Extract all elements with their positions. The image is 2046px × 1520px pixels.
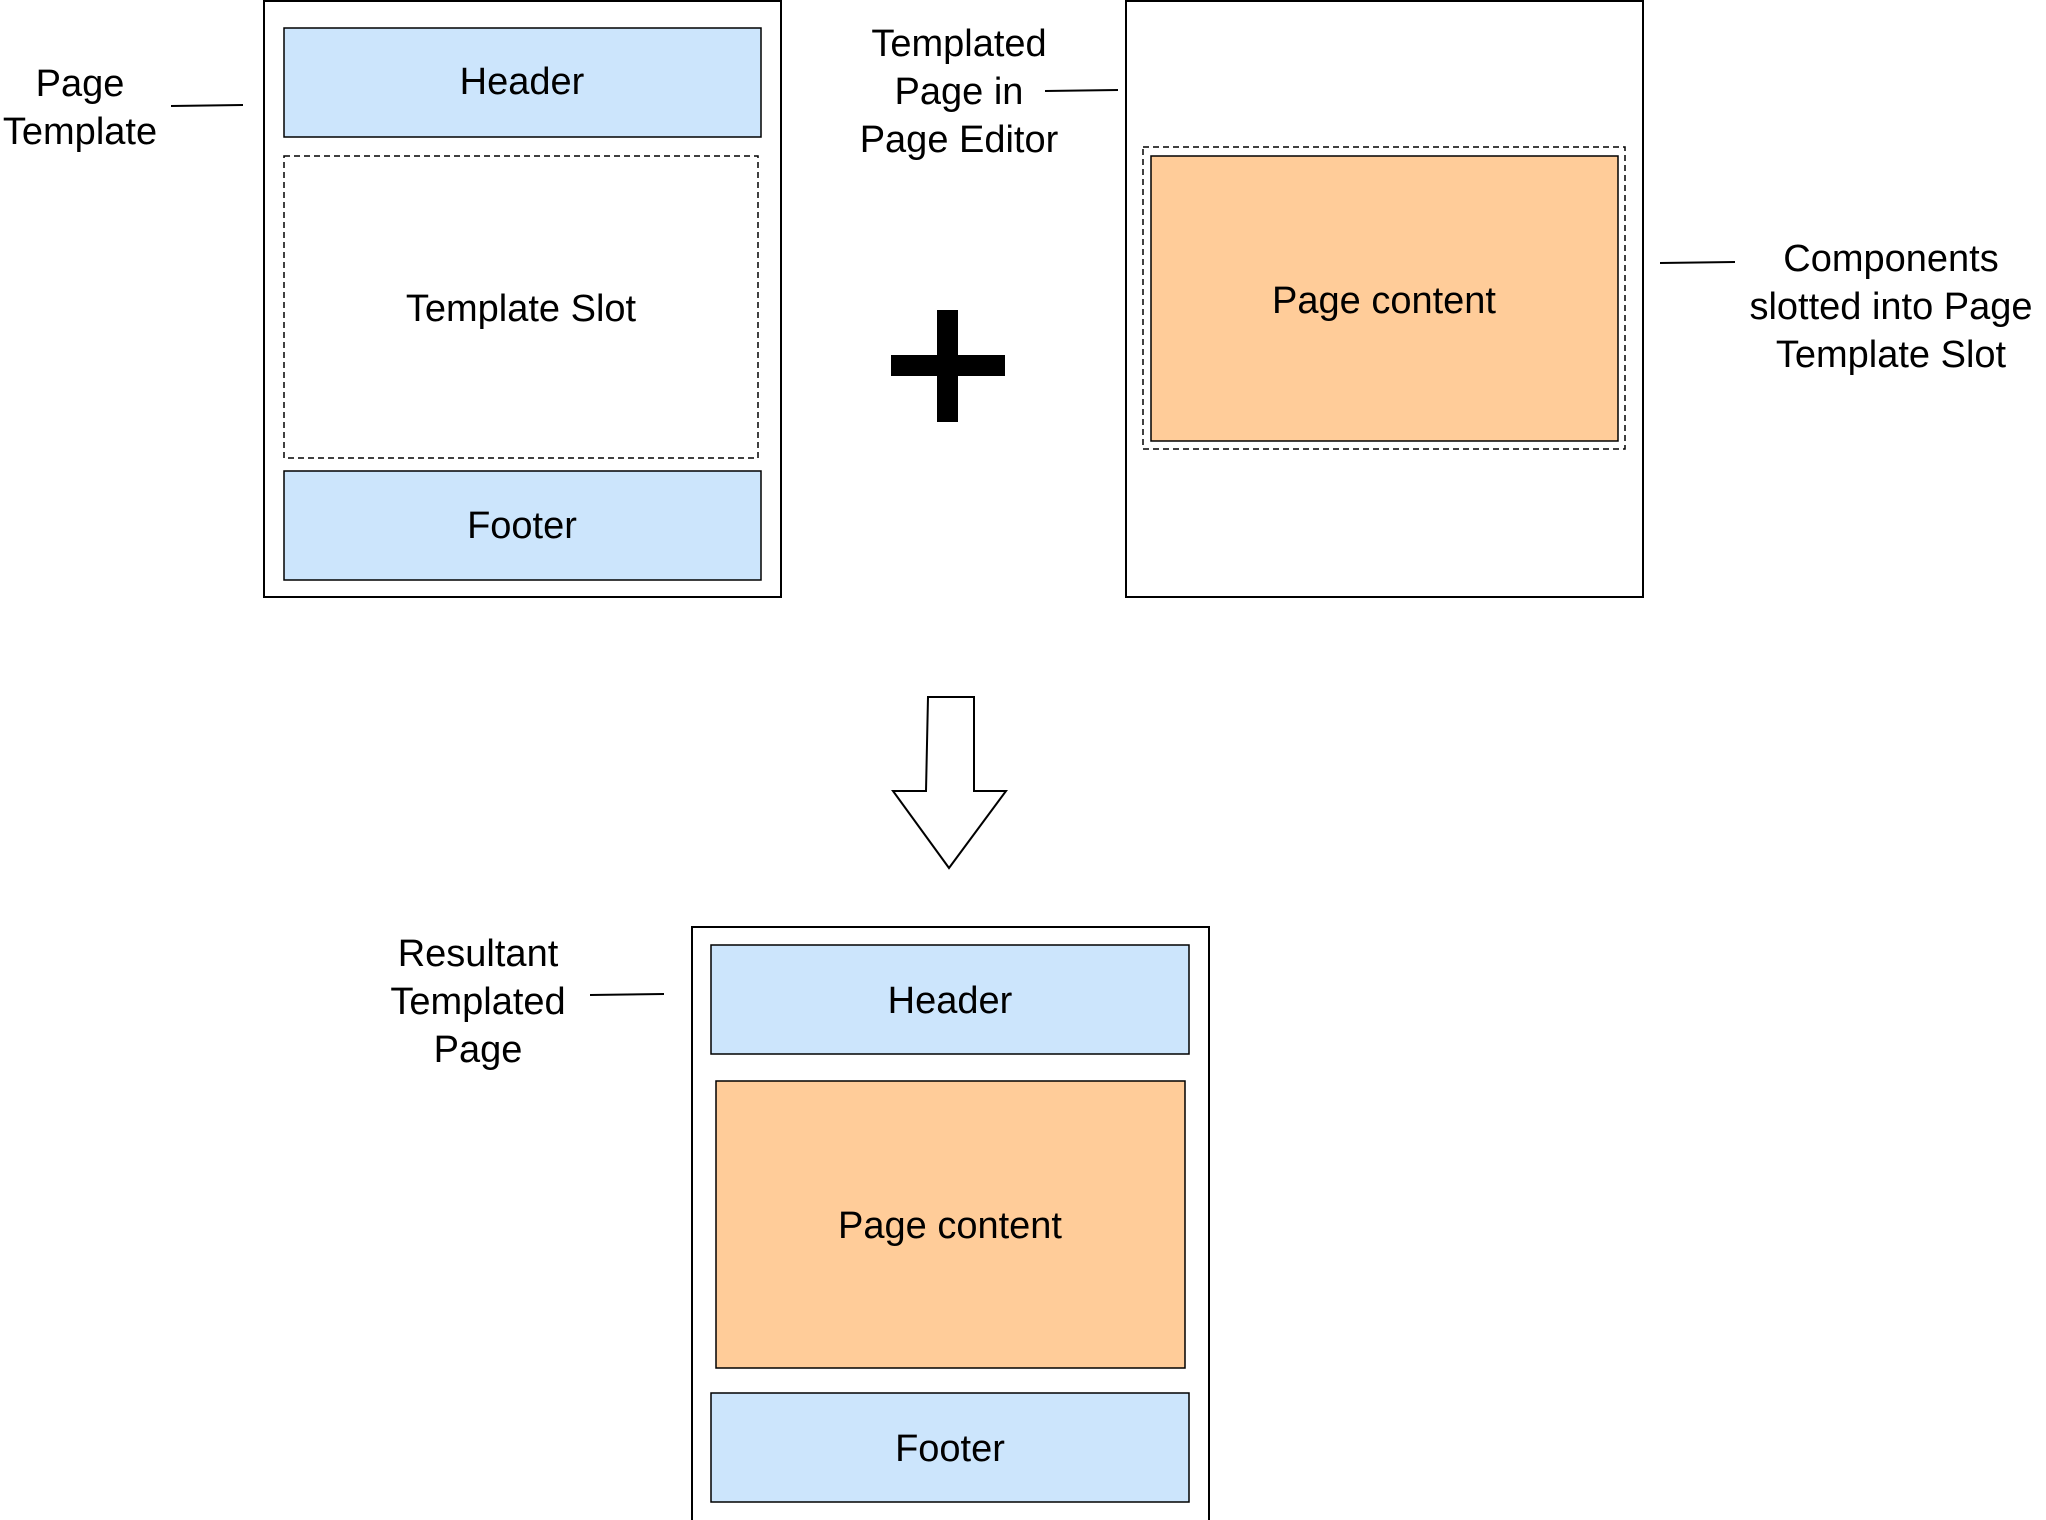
templated-page-group: Page content <box>1125 0 1644 598</box>
templated-page-callout-line-3: Page Editor <box>860 119 1059 161</box>
templated-page-content-box <box>1150 155 1619 442</box>
template-slot-label: Template Slot <box>406 288 637 330</box>
templated-page-content-label: Page content <box>1272 280 1496 322</box>
down-arrow-icon <box>891 696 1008 870</box>
result-leader-line <box>589 993 665 996</box>
templated-page-callout-line-1: Templated <box>871 23 1046 65</box>
page-template-group: Header Template Slot Footer <box>263 0 782 598</box>
result-callout: Resultant Templated Page <box>390 933 665 1071</box>
page-template-header-label: Header <box>460 61 585 103</box>
page-template-callout-line-2: Template <box>3 111 157 153</box>
page-template-leader-line <box>170 104 244 107</box>
result-callout-line-3: Page <box>434 1029 523 1071</box>
slotted-components-callout-line-1: Components <box>1783 238 1998 280</box>
result-header-box <box>710 944 1190 1055</box>
result-page-group: Header Page content Footer <box>691 926 1210 1520</box>
result-callout-line-1: Resultant <box>398 933 559 975</box>
slotted-components-callout-line-2: slotted into Page <box>1749 286 2032 328</box>
page-template-footer-label: Footer <box>467 505 577 547</box>
result-content-box <box>715 1080 1186 1369</box>
page-template-callout-line-1: Page <box>36 63 125 105</box>
result-content-label: Page content <box>838 1205 1062 1247</box>
templated-page-leader-line <box>1044 89 1119 92</box>
templated-page-slot-outline <box>1142 146 1626 450</box>
templated-page-callout: Templated Page in Page Editor <box>860 23 1119 161</box>
page-template-footer-box <box>283 470 762 581</box>
result-footer-label: Footer <box>895 1428 1005 1470</box>
result-footer-box <box>710 1392 1190 1503</box>
page-template-callout: Page Template <box>3 63 244 153</box>
slotted-components-callout-line-3: Template Slot <box>1776 334 2007 376</box>
result-callout-line-2: Templated <box>390 981 565 1023</box>
slotted-components-callout: Components slotted into Page Template Sl… <box>1659 238 2033 376</box>
plus-icon <box>891 310 1005 422</box>
slotted-components-leader-line <box>1659 261 1736 264</box>
result-header-label: Header <box>888 980 1013 1022</box>
template-slot-box <box>283 155 759 459</box>
templated-page-callout-line-2: Page in <box>895 71 1024 113</box>
page-template-header-box <box>283 27 762 138</box>
